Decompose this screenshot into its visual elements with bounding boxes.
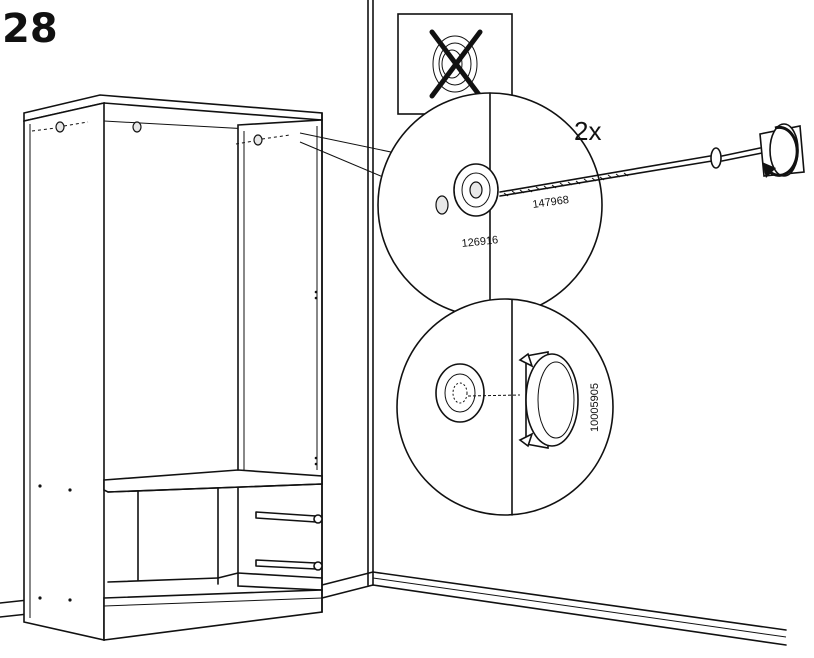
detail-circle-cover-cap <box>396 298 614 516</box>
washer-part-number: 126916 <box>461 234 499 250</box>
screw-part-number: 147968 <box>532 194 570 211</box>
step-number: 28 <box>2 6 58 52</box>
quantity-label: 2x <box>574 116 601 146</box>
detail-circle-screw <box>377 92 722 318</box>
wardrobe-frame <box>23 94 323 641</box>
cover-cap-part-number: 10005905 <box>589 383 601 432</box>
prohibited-cross-icon <box>429 29 483 99</box>
rotate-clockwise-icon <box>762 125 799 178</box>
room-background <box>0 0 787 646</box>
